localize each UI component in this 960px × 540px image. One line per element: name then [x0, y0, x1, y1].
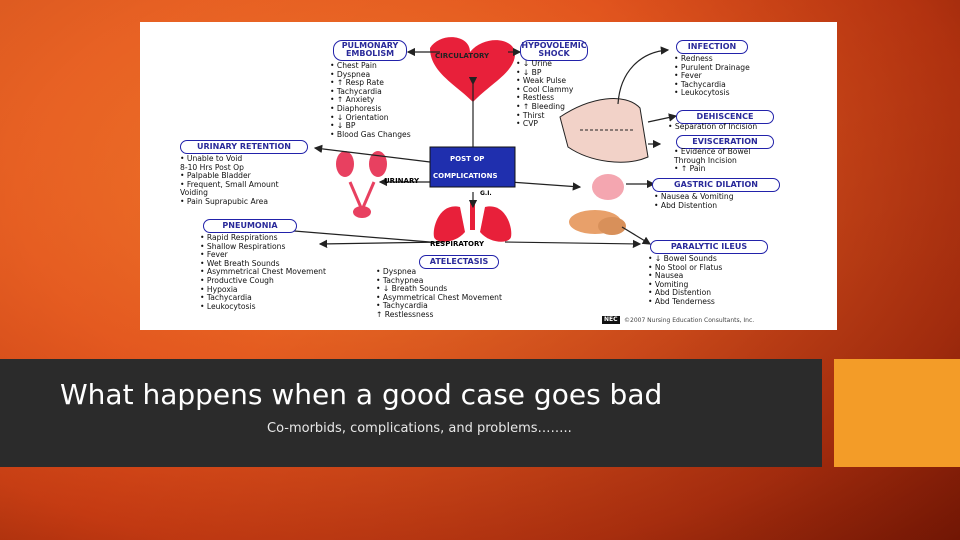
list-item: • ↑ Pain — [674, 165, 750, 174]
list-item: • Abd Tenderness — [648, 298, 722, 307]
center-label-post-op: POST OP — [450, 155, 484, 163]
dehiscence-list: • Separation of Incision — [668, 123, 757, 132]
circulatory-label: CIRCULATORY — [435, 52, 489, 60]
hypovolemic-shock-list: • ↓ Urine• ↓ BP• Weak Pulse• Cool Clammy… — [516, 60, 573, 129]
stomach-shape — [592, 174, 624, 200]
hypovolemic-shock-title-2: SHOCK — [521, 50, 587, 58]
urinary-retention-title: URINARY RETENTION — [181, 141, 307, 151]
infection-box: INFECTION — [676, 40, 748, 54]
gastric-dilation-list: • Nausea & Vomiting• Abd Distention — [654, 193, 734, 210]
pneumonia-title: PNEUMONIA — [204, 220, 296, 230]
slide-title: What happens when a good case goes bad — [60, 378, 662, 411]
dehiscence-title: DEHISCENCE — [677, 111, 773, 121]
pulmonary-embolism-box: PULMONARY EMBOLISM — [333, 40, 407, 61]
pulmonary-embolism-title-2: EMBOLISM — [334, 50, 406, 58]
paralytic-ileus-list: • ↓ Bowel Sounds• No Stool or Flatus• Na… — [648, 255, 722, 307]
accent-block — [834, 359, 960, 467]
gastric-dilation-title: GASTRIC DILATION — [653, 179, 779, 189]
list-item: • Abd Distention — [654, 202, 734, 211]
respiratory-label: RESPIRATORY — [430, 240, 484, 248]
urinary-retention-list: • Unable to Void 8-10 Hrs Post Op• Palpa… — [180, 155, 279, 207]
list-item: • Separation of Incision — [668, 123, 757, 132]
list-item: • Pain Suprapubic Area — [180, 198, 279, 207]
paralytic-ileus-title: PARALYTIC ILEUS — [651, 241, 767, 251]
urinary-retention-box: URINARY RETENTION — [180, 140, 308, 154]
center-box-shape — [430, 147, 515, 187]
pulmonary-embolism-list: • Chest Pain• Dyspnea• ↑ Resp Rate• Tach… — [330, 62, 411, 139]
hypovolemic-shock-box: HYPOVOLEMIC SHOCK — [520, 40, 588, 61]
copyright-text: ©2007 Nursing Education Consultants, Inc… — [624, 317, 754, 324]
atelectasis-title: ATELECTASIS — [420, 256, 498, 266]
gi-label: G.I. — [480, 190, 492, 197]
nec-logo: NEC — [604, 316, 618, 323]
pneumonia-list: • Rapid Respirations• Shallow Respiratio… — [200, 234, 326, 311]
center-label-complications: COMPLICATIONS — [433, 172, 498, 180]
lungs-shape — [434, 206, 465, 241]
kidney-left-shape — [336, 151, 354, 177]
list-item: • Leukocytosis — [674, 89, 750, 98]
bladder-shape — [350, 182, 374, 210]
infection-title: INFECTION — [677, 41, 747, 51]
urinary-label: URINARY — [384, 177, 419, 185]
complications-diagram: POST OP COMPLICATIONS CIRCULATORY URINAR… — [140, 22, 837, 330]
paralytic-ileus-box: PARALYTIC ILEUS — [650, 240, 768, 254]
gastric-dilation-box: GASTRIC DILATION — [652, 178, 780, 192]
list-item: • Leukocytosis — [200, 303, 326, 312]
evisceration-list: • Evidence of Bowel Through Incision• ↑ … — [674, 148, 750, 174]
atelectasis-list: • Dyspnea• Tachypnea• ↓ Breath Sounds• A… — [376, 268, 502, 320]
infection-list: • Redness• Purulent Drainage• Fever• Tac… — [674, 55, 750, 98]
list-item: • Blood Gas Changes — [330, 131, 411, 140]
evisceration-title: EVISCERATION — [677, 136, 773, 146]
list-item: ↑ Restlessness — [376, 311, 502, 320]
title-bar — [0, 359, 822, 467]
slide-subtitle: Co-morbids, complications, and problems…… — [267, 421, 572, 436]
pneumonia-box: PNEUMONIA — [203, 219, 297, 233]
list-item: • CVP — [516, 120, 573, 129]
atelectasis-box: ATELECTASIS — [419, 255, 499, 269]
